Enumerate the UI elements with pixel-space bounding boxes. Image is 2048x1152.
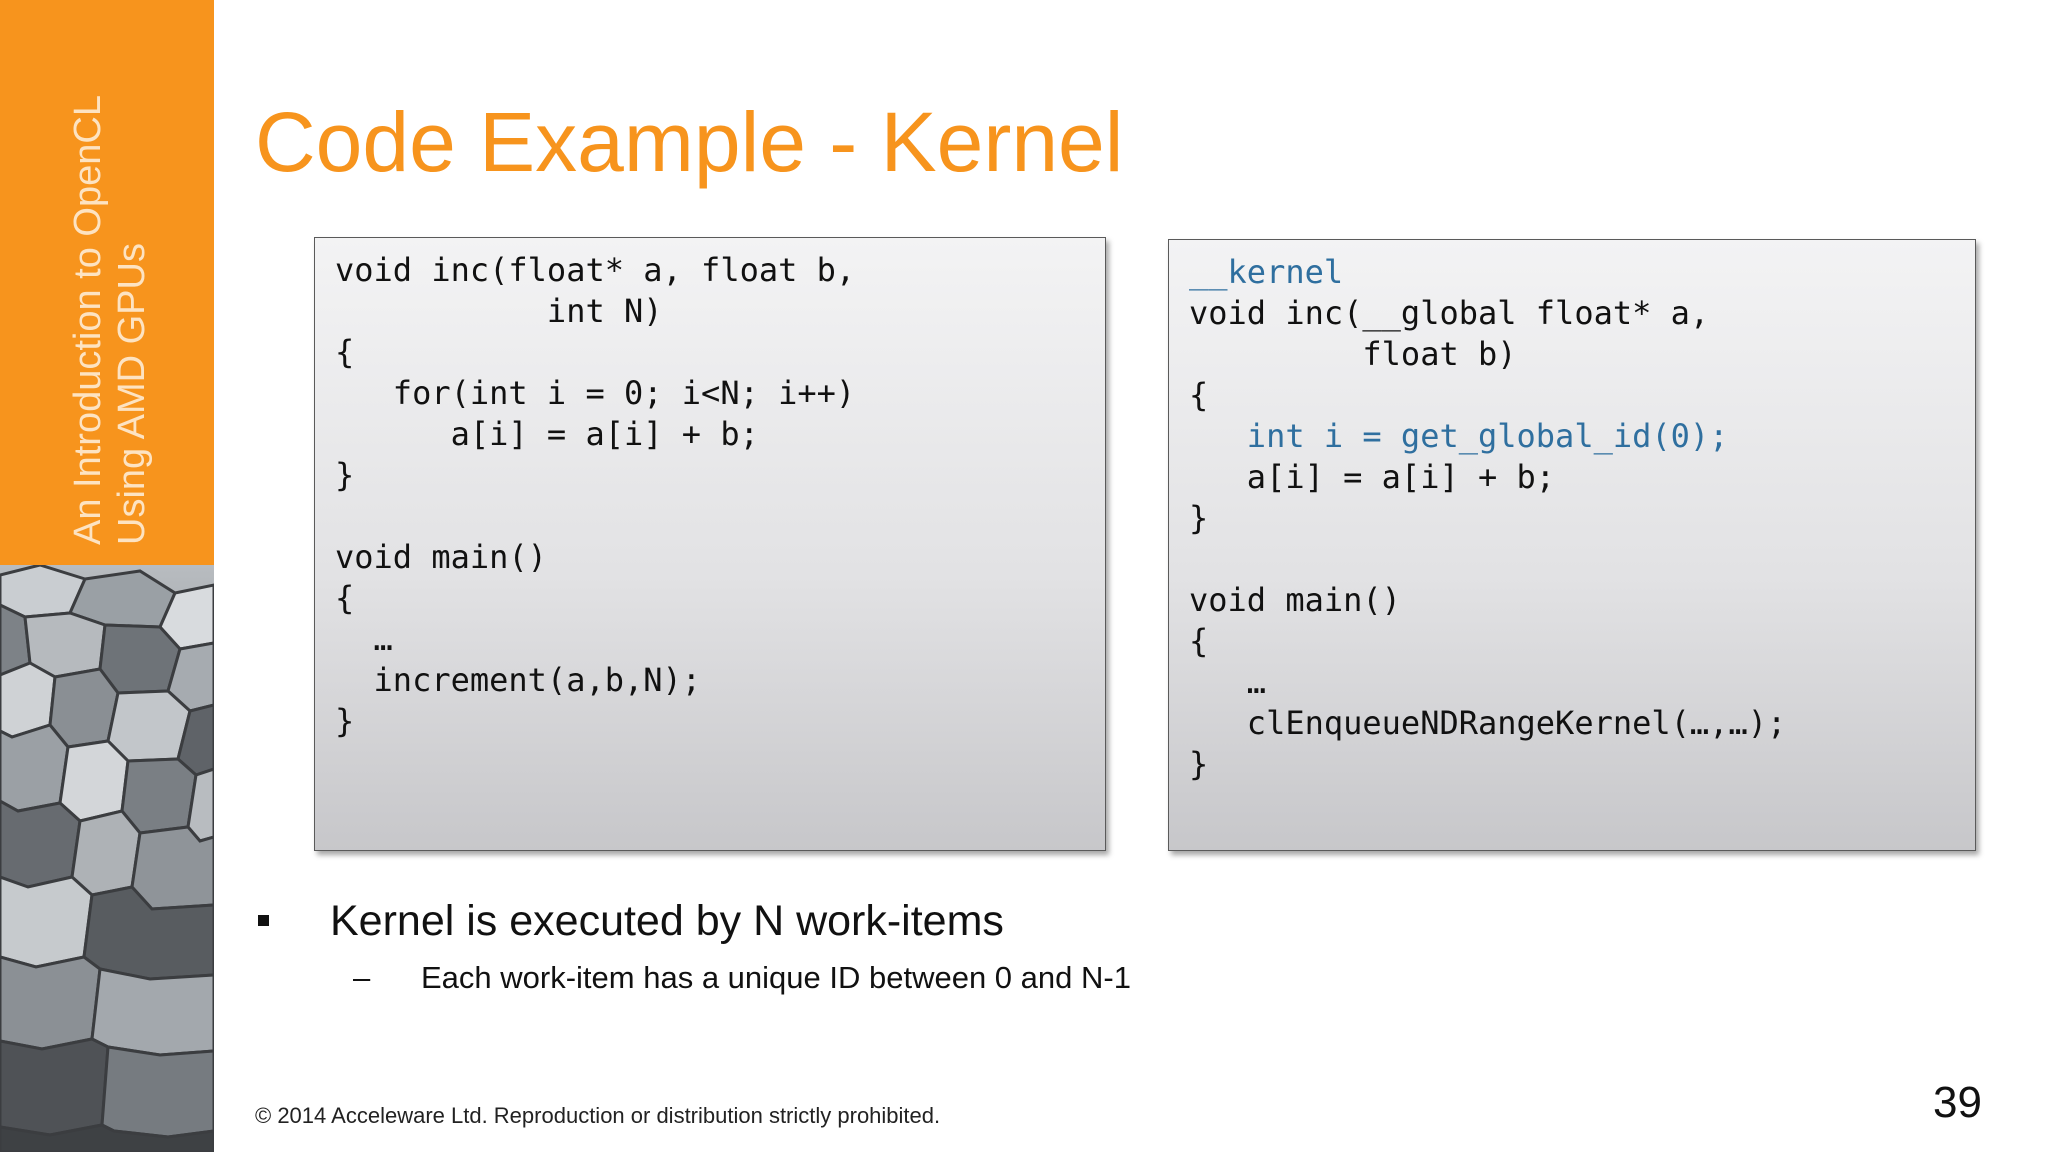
sidebar: An Introduction to OpenCL Using AMD GPUs [0,0,214,1152]
sidebar-title-line1: An Introduction to OpenCL [67,95,109,545]
basalt-columns-image [0,565,214,1152]
square-bullet-icon [258,915,269,926]
code-line: clEnqueueNDRangeKernel(…,…); [1189,704,1787,742]
code-line: … [1189,663,1267,701]
basalt-columns-photo [0,565,214,1152]
code-line: { [335,333,355,371]
code-line [1189,539,1786,580]
code-line: increment(a,b,N); [335,661,702,699]
code-block-sequential: void inc(float* a, float b, int N){ for(… [335,250,855,742]
bullet-sub-text: Each work-item has a unique ID between 0… [421,960,1131,995]
code-line [335,496,855,537]
code-line: void main() [1189,581,1401,619]
code-line: { [1189,376,1209,414]
sidebar-title-line2: Using AMD GPUs [111,243,153,545]
code-line: a[i] = a[i] + b; [335,415,759,453]
code-line: } [335,702,355,740]
sidebar-title: An Introduction to OpenCL Using AMD GPUs [66,95,154,545]
code-line: } [335,456,355,494]
code-line: a[i] = a[i] + b; [1189,458,1556,496]
code-line: … [335,620,393,658]
code-line: void inc(__global float* a, [1189,294,1710,332]
copyright-footer: © 2014 Acceleware Ltd. Reproduction or d… [255,1103,941,1128]
dash-bullet-icon: – [353,960,371,995]
sidebar-title-panel: An Introduction to OpenCL Using AMD GPUs [0,0,214,565]
code-line: float b) [1189,335,1517,373]
code-line: int N) [335,292,663,330]
code-line: { [335,579,355,617]
code-box-sequential: void inc(float* a, float b, int N){ for(… [314,237,1106,851]
bullet-main-text: Kernel is executed by N work-items [330,897,1004,945]
code-line: } [1189,499,1209,537]
code-line: for(int i = 0; i<N; i++) [335,374,856,412]
code-line: void inc(float* a, float b, [335,251,856,289]
code-line: } [1189,745,1209,783]
code-line-global-id: int i = get_global_id(0); [1189,417,1729,455]
code-line: void main() [335,538,547,576]
slide-title: Code Example - Kernel [255,95,1124,189]
page-number: 39 [1933,1078,1982,1127]
code-line: { [1189,622,1209,660]
code-line-kernel-qualifier: __kernel [1189,253,1344,291]
